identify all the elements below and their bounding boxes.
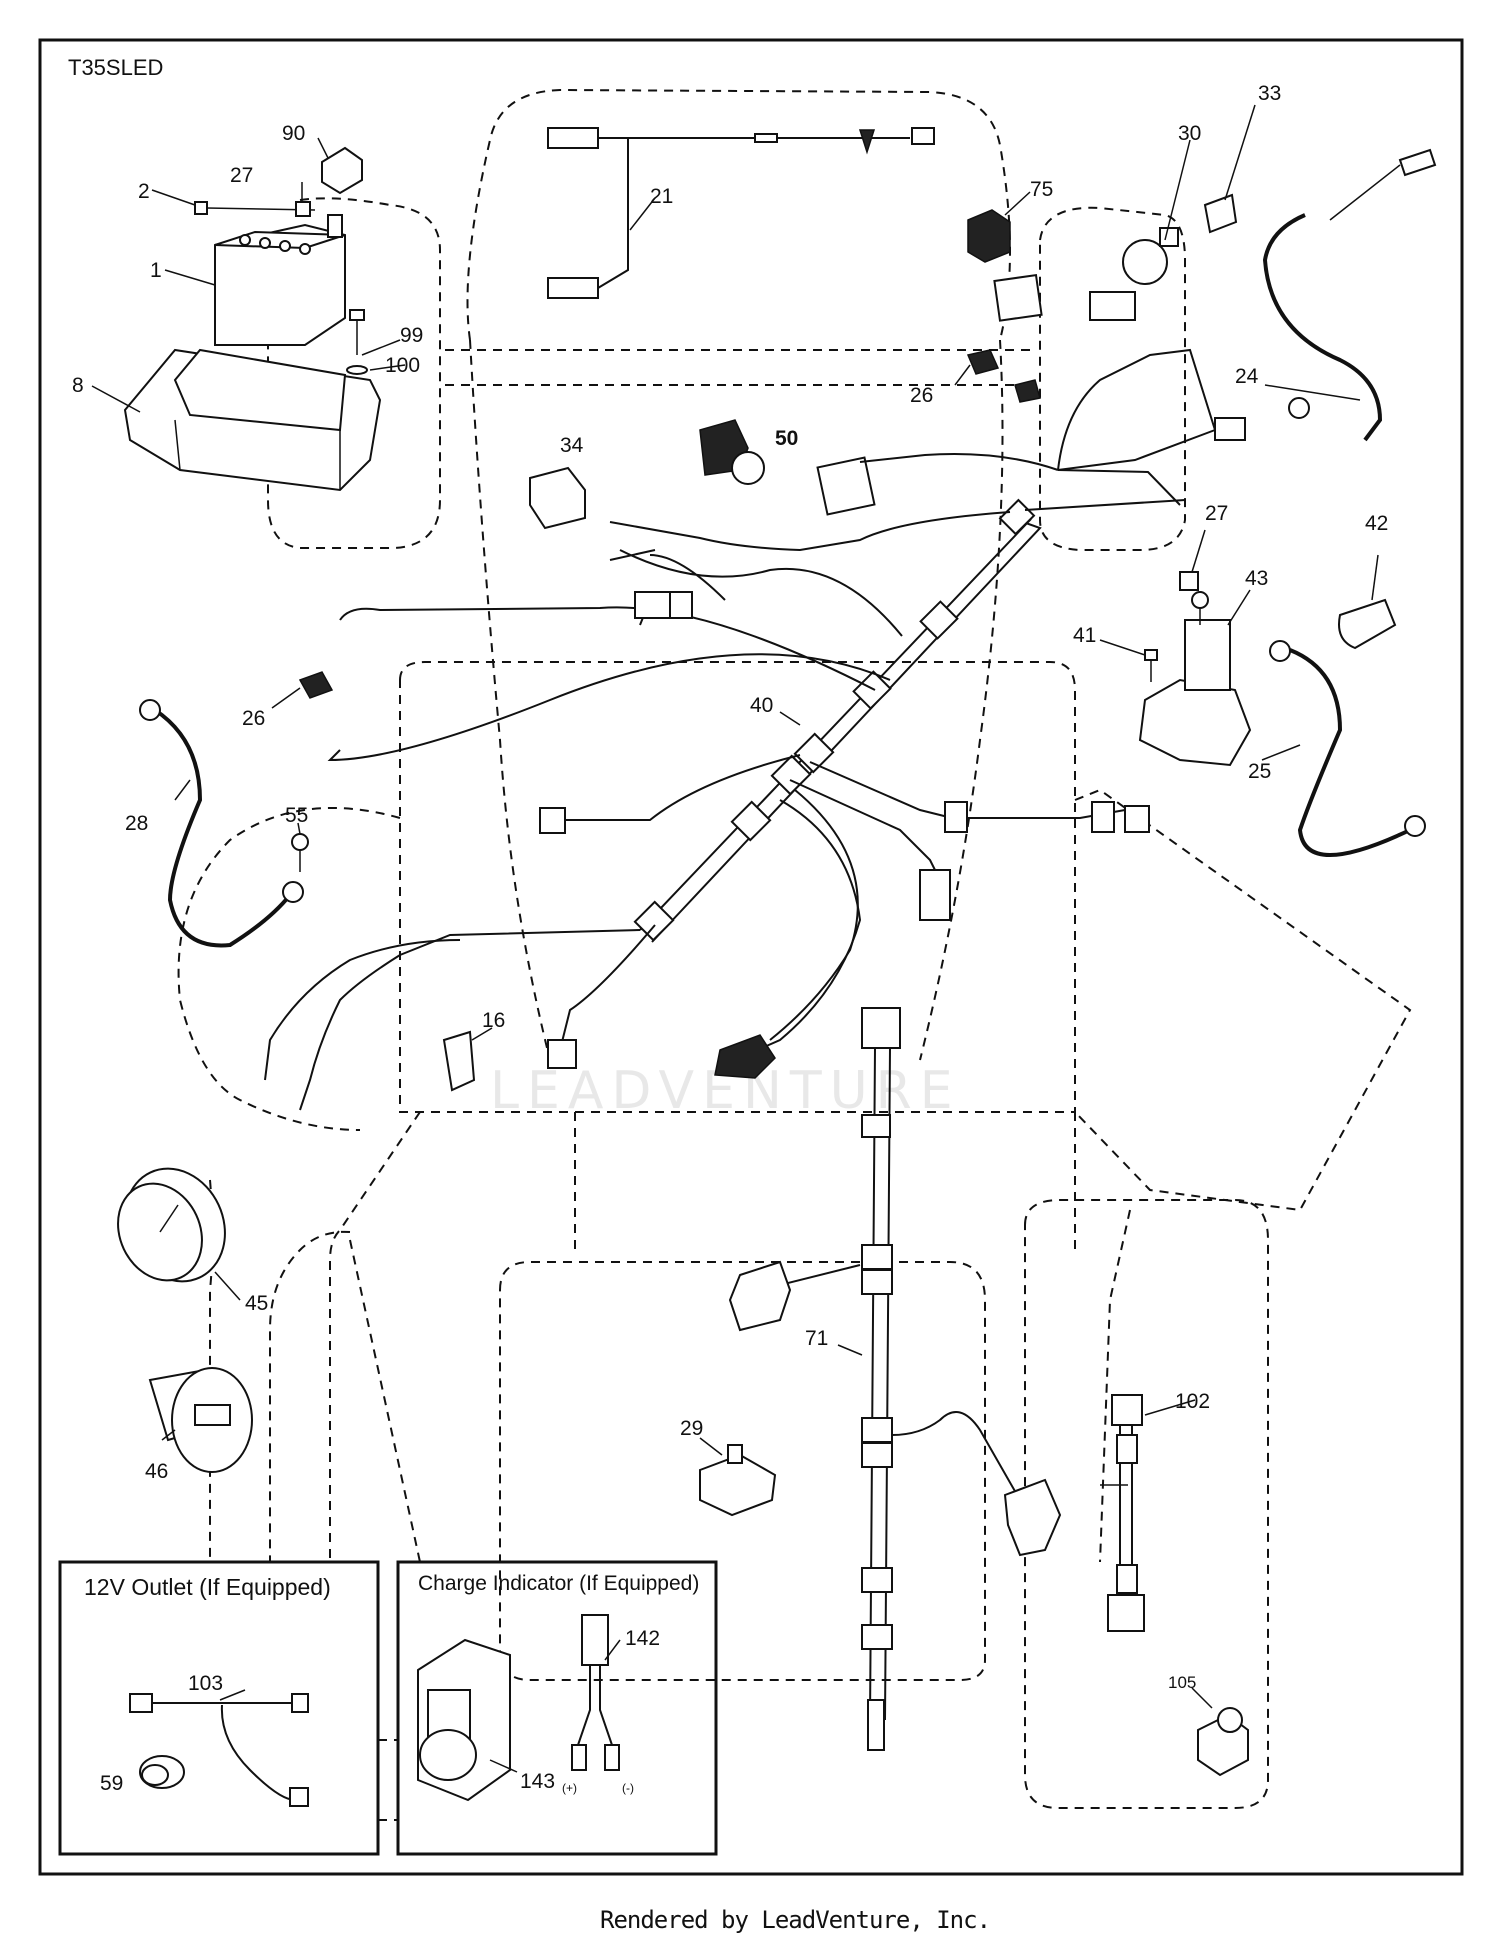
callouts: 90 27 2 1 8 99 100 21 75 30 33 24 26 34 … bbox=[72, 82, 1388, 1795]
callout-55: 55 bbox=[285, 804, 308, 827]
callout-16: 16 bbox=[482, 1009, 505, 1032]
screw-55 bbox=[291, 833, 309, 872]
cable-28 bbox=[139, 699, 304, 948]
boot-42 bbox=[1338, 598, 1397, 650]
harness-40 bbox=[264, 348, 1216, 1111]
callout-102: 102 bbox=[1175, 1390, 1210, 1413]
charge-indicator-143 bbox=[417, 1638, 511, 1802]
callout-103: 103 bbox=[188, 1672, 223, 1695]
battery-tray bbox=[123, 348, 382, 492]
bolt-99 bbox=[349, 309, 365, 355]
callout-41: 41 bbox=[1073, 624, 1096, 647]
nut-27-upper bbox=[295, 201, 311, 217]
charge-inset-frame bbox=[396, 1560, 718, 1856]
battery bbox=[214, 214, 346, 346]
harness-21 bbox=[547, 127, 935, 299]
connector-top-right bbox=[1089, 291, 1136, 321]
fuse-26-lower bbox=[298, 671, 334, 699]
harness-71 bbox=[728, 1007, 1062, 1751]
washer-100 bbox=[346, 365, 368, 375]
callout-46: 46 bbox=[145, 1460, 168, 1483]
harness-142 bbox=[571, 1614, 620, 1771]
switch-29 bbox=[699, 1444, 777, 1517]
callout-26-upper: 26 bbox=[910, 384, 933, 407]
callout-143: 143 bbox=[520, 1770, 555, 1793]
label-plate bbox=[816, 456, 876, 516]
callout-30: 30 bbox=[1178, 122, 1201, 145]
callout-45: 45 bbox=[245, 1292, 268, 1315]
outlet-harness-103 bbox=[129, 1693, 309, 1807]
cover-90 bbox=[321, 146, 363, 195]
callout-29: 29 bbox=[680, 1417, 703, 1440]
callout-1: 1 bbox=[150, 259, 162, 282]
harness-102 bbox=[1100, 1394, 1145, 1632]
callout-28: 28 bbox=[125, 812, 148, 835]
fuse-26-upper bbox=[966, 349, 1000, 375]
callout-24: 24 bbox=[1235, 365, 1259, 388]
footer-credit: Rendered by LeadVenture, Inc. bbox=[600, 1906, 991, 1934]
hour-meter-46 bbox=[148, 1367, 253, 1473]
key-33 bbox=[1203, 193, 1238, 234]
outlet-59 bbox=[139, 1755, 185, 1789]
callout-105: 105 bbox=[1168, 1673, 1196, 1692]
connector-small bbox=[1014, 379, 1041, 403]
callout-142: 142 bbox=[625, 1627, 660, 1650]
callout-50: 50 bbox=[775, 427, 798, 450]
nut-27-lower bbox=[1179, 571, 1199, 591]
callout-71: 71 bbox=[805, 1327, 828, 1350]
charge-neg-label: (-) bbox=[622, 1781, 634, 1795]
callout-100: 100 bbox=[385, 354, 420, 377]
callout-90: 90 bbox=[282, 122, 305, 145]
callout-21: 21 bbox=[650, 185, 673, 208]
callout-25: 25 bbox=[1248, 760, 1271, 783]
callout-27-lower: 27 bbox=[1205, 502, 1228, 525]
switch-50 bbox=[699, 419, 765, 485]
callout-26-lower: 26 bbox=[242, 707, 265, 730]
connector-16 bbox=[442, 1030, 476, 1092]
callout-59: 59 bbox=[100, 1772, 123, 1795]
callout-75: 75 bbox=[1030, 178, 1053, 201]
cable-24 bbox=[1262, 148, 1437, 442]
callout-8: 8 bbox=[72, 374, 84, 397]
outlet-inset-title: 12V Outlet (If Equipped) bbox=[84, 1574, 331, 1600]
callout-43: 43 bbox=[1245, 567, 1268, 590]
connector-right bbox=[1214, 417, 1246, 441]
callout-99: 99 bbox=[400, 324, 423, 347]
callout-40: 40 bbox=[750, 694, 773, 717]
tractor-outline bbox=[177, 88, 1412, 1821]
diagram-frame bbox=[38, 38, 1464, 1876]
switch-34 bbox=[529, 466, 586, 530]
callout-42: 42 bbox=[1365, 512, 1388, 535]
cable-25 bbox=[1269, 640, 1426, 857]
bolt-41 bbox=[1144, 649, 1158, 682]
charge-inset-title: Charge Indicator (If Equipped) bbox=[418, 1572, 700, 1595]
relay-105 bbox=[1197, 1707, 1249, 1777]
ignition-switch-30 bbox=[1122, 227, 1179, 285]
callout-27-upper: 27 bbox=[230, 164, 253, 187]
callout-34: 34 bbox=[560, 434, 584, 457]
outlet-inset-frame bbox=[58, 1560, 380, 1856]
diagram-code: T35SLED bbox=[68, 55, 164, 80]
gauge-45 bbox=[117, 1167, 226, 1283]
leader-lines bbox=[91, 104, 1379, 1773]
callout-33: 33 bbox=[1258, 82, 1281, 105]
charge-pos-label: (+) bbox=[562, 1781, 577, 1795]
decal bbox=[993, 274, 1043, 322]
switch-75 bbox=[967, 209, 1011, 263]
callout-2: 2 bbox=[138, 180, 150, 203]
solenoid-43 bbox=[1138, 591, 1252, 767]
